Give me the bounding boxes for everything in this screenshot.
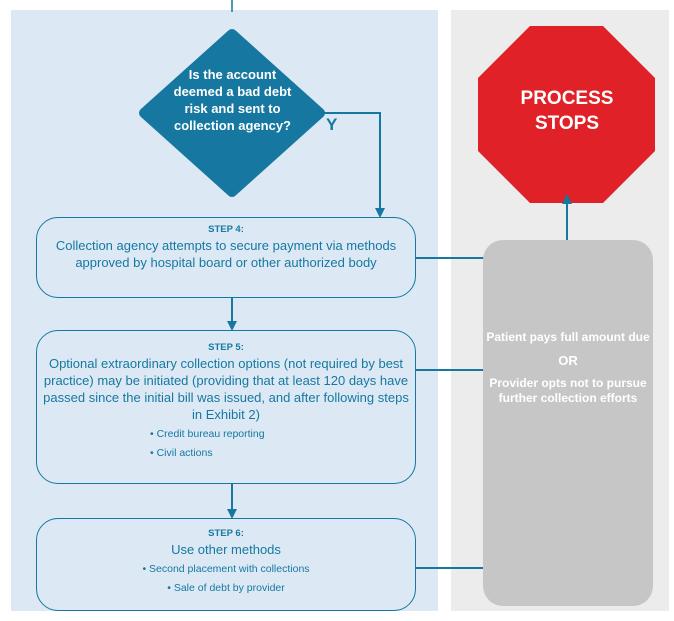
step6-title: STEP 6: xyxy=(208,528,244,539)
stop-octagon xyxy=(478,26,655,203)
stop-line2: STOPS xyxy=(534,113,600,134)
step4-box: STEP 4: Collection agency attempts to se… xyxy=(36,217,416,298)
step6-body: Use other methods xyxy=(171,542,281,557)
step4-body: Collection agency attempts to secure pay… xyxy=(55,238,397,270)
step5-list-item: • Civil actions xyxy=(150,447,213,459)
outcome-box xyxy=(483,240,653,606)
step5-body: Optional extraordinary collection option… xyxy=(43,356,409,422)
step6-box: STEP 6: Use other methods • Second place… xyxy=(36,518,416,611)
step4-title: STEP 4: xyxy=(208,224,244,235)
outcome-text: Patient pays full amount due OR Provider… xyxy=(483,330,653,406)
step5-title: STEP 5: xyxy=(208,342,244,353)
outcome-or: OR xyxy=(558,353,578,368)
step5-list: • Credit bureau reporting • Civil action… xyxy=(37,425,415,463)
decision-diamond xyxy=(139,29,325,197)
stop-line1: PROCESS xyxy=(520,88,614,109)
step5-list-item: • Credit bureau reporting xyxy=(150,428,265,440)
step6-list-item: • Sale of debt by provider xyxy=(167,582,285,594)
outcome-line1: Patient pays full amount due xyxy=(486,330,650,344)
outcome-line2: Provider opts not to pursue further coll… xyxy=(489,376,647,405)
decision-question: Is the account deemed a bad debt risk an… xyxy=(173,67,292,133)
stop-label: PROCESS STOPS xyxy=(478,86,656,136)
step6-list: • Second placement with collections • Sa… xyxy=(37,560,415,598)
step5-box: STEP 5: Optional extraordinary collectio… xyxy=(36,330,416,484)
step6-list-item: • Second placement with collections xyxy=(142,563,310,575)
yes-arrow xyxy=(320,112,385,218)
yes-label: Y xyxy=(326,115,338,134)
